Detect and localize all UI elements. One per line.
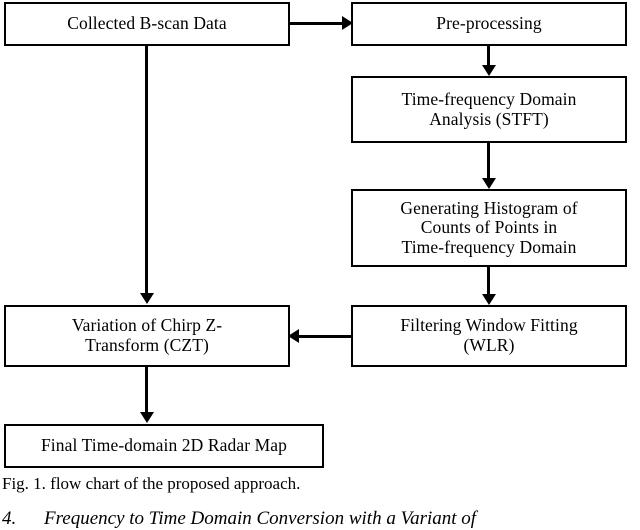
node-label-line: Pre-processing bbox=[436, 13, 542, 34]
edge-stft-to-histogram bbox=[487, 143, 490, 179]
flow-node-filtering-window-fitting-wlr: Filtering Window Fitting (WLR) bbox=[351, 305, 627, 367]
section-number: 4. bbox=[2, 508, 17, 529]
node-label-line: Generating Histogram of bbox=[400, 197, 578, 218]
arrow-down-icon bbox=[140, 412, 154, 423]
node-label-line: Variation of Chirp Z- bbox=[71, 315, 223, 336]
node-label-group: Generating Histogram of Counts of Points… bbox=[353, 197, 625, 258]
node-label-group: Variation of Chirp Z- Transform (CZT) bbox=[6, 316, 288, 355]
node-label-group: Pre-processing bbox=[353, 14, 625, 34]
node-label-line: (WLR) bbox=[463, 335, 515, 355]
flow-node-time-frequency-analysis-stft: Time-frequency Domain Analysis (STFT) bbox=[351, 76, 627, 143]
node-label-line: Transform (CZT) bbox=[85, 335, 209, 355]
edge-wlr-to-czt bbox=[299, 334, 351, 338]
arrow-down-icon bbox=[140, 293, 154, 304]
node-label-group: Filtering Window Fitting (WLR) bbox=[353, 316, 625, 355]
node-label-line: Filtering Window Fitting bbox=[400, 315, 578, 336]
edge-preprocessing-to-stft bbox=[487, 46, 490, 68]
edge-collected-to-preprocessing bbox=[290, 21, 345, 25]
node-label-line: Counts of Points in bbox=[420, 217, 558, 238]
arrow-right-icon bbox=[342, 16, 353, 30]
node-label-group: Time-frequency Domain Analysis (STFT) bbox=[353, 88, 625, 129]
flow-node-variation-of-chirp-z-transform-czt: Variation of Chirp Z- Transform (CZT) bbox=[4, 305, 290, 367]
flow-node-generating-histogram: Generating Histogram of Counts of Points… bbox=[351, 189, 627, 267]
arrow-down-icon bbox=[482, 294, 496, 305]
edge-histogram-to-wlr bbox=[487, 267, 490, 295]
arrow-down-icon bbox=[482, 65, 496, 76]
node-label-line: Analysis (STFT) bbox=[429, 108, 549, 129]
node-label-line: Time-frequency Domain bbox=[401, 236, 577, 257]
flow-node-collected-b-scan-data: Collected B-scan Data bbox=[4, 2, 290, 46]
arrow-down-icon bbox=[482, 178, 496, 189]
section-heading: 4. Frequency to Time Domain Conversion wi… bbox=[2, 508, 640, 530]
arrow-left-icon bbox=[288, 329, 299, 343]
node-label-line: Time-frequency Domain bbox=[401, 88, 577, 109]
section-title: Frequency to Time Domain Conversion with… bbox=[44, 508, 477, 529]
node-label-line: Collected B-scan Data bbox=[67, 13, 227, 34]
edge-collected-to-czt bbox=[145, 46, 148, 294]
node-label-line: Final Time-domain 2D Radar Map bbox=[40, 435, 288, 456]
node-label-group: Final Time-domain 2D Radar Map bbox=[6, 436, 322, 456]
figure-caption: Fig. 1. flow chart of the proposed appro… bbox=[2, 474, 301, 493]
flow-node-pre-processing: Pre-processing bbox=[351, 2, 627, 46]
flow-node-final-time-domain-2d-radar-map: Final Time-domain 2D Radar Map bbox=[4, 424, 324, 468]
node-label-group: Collected B-scan Data bbox=[6, 14, 288, 34]
edge-czt-to-final bbox=[145, 367, 148, 413]
